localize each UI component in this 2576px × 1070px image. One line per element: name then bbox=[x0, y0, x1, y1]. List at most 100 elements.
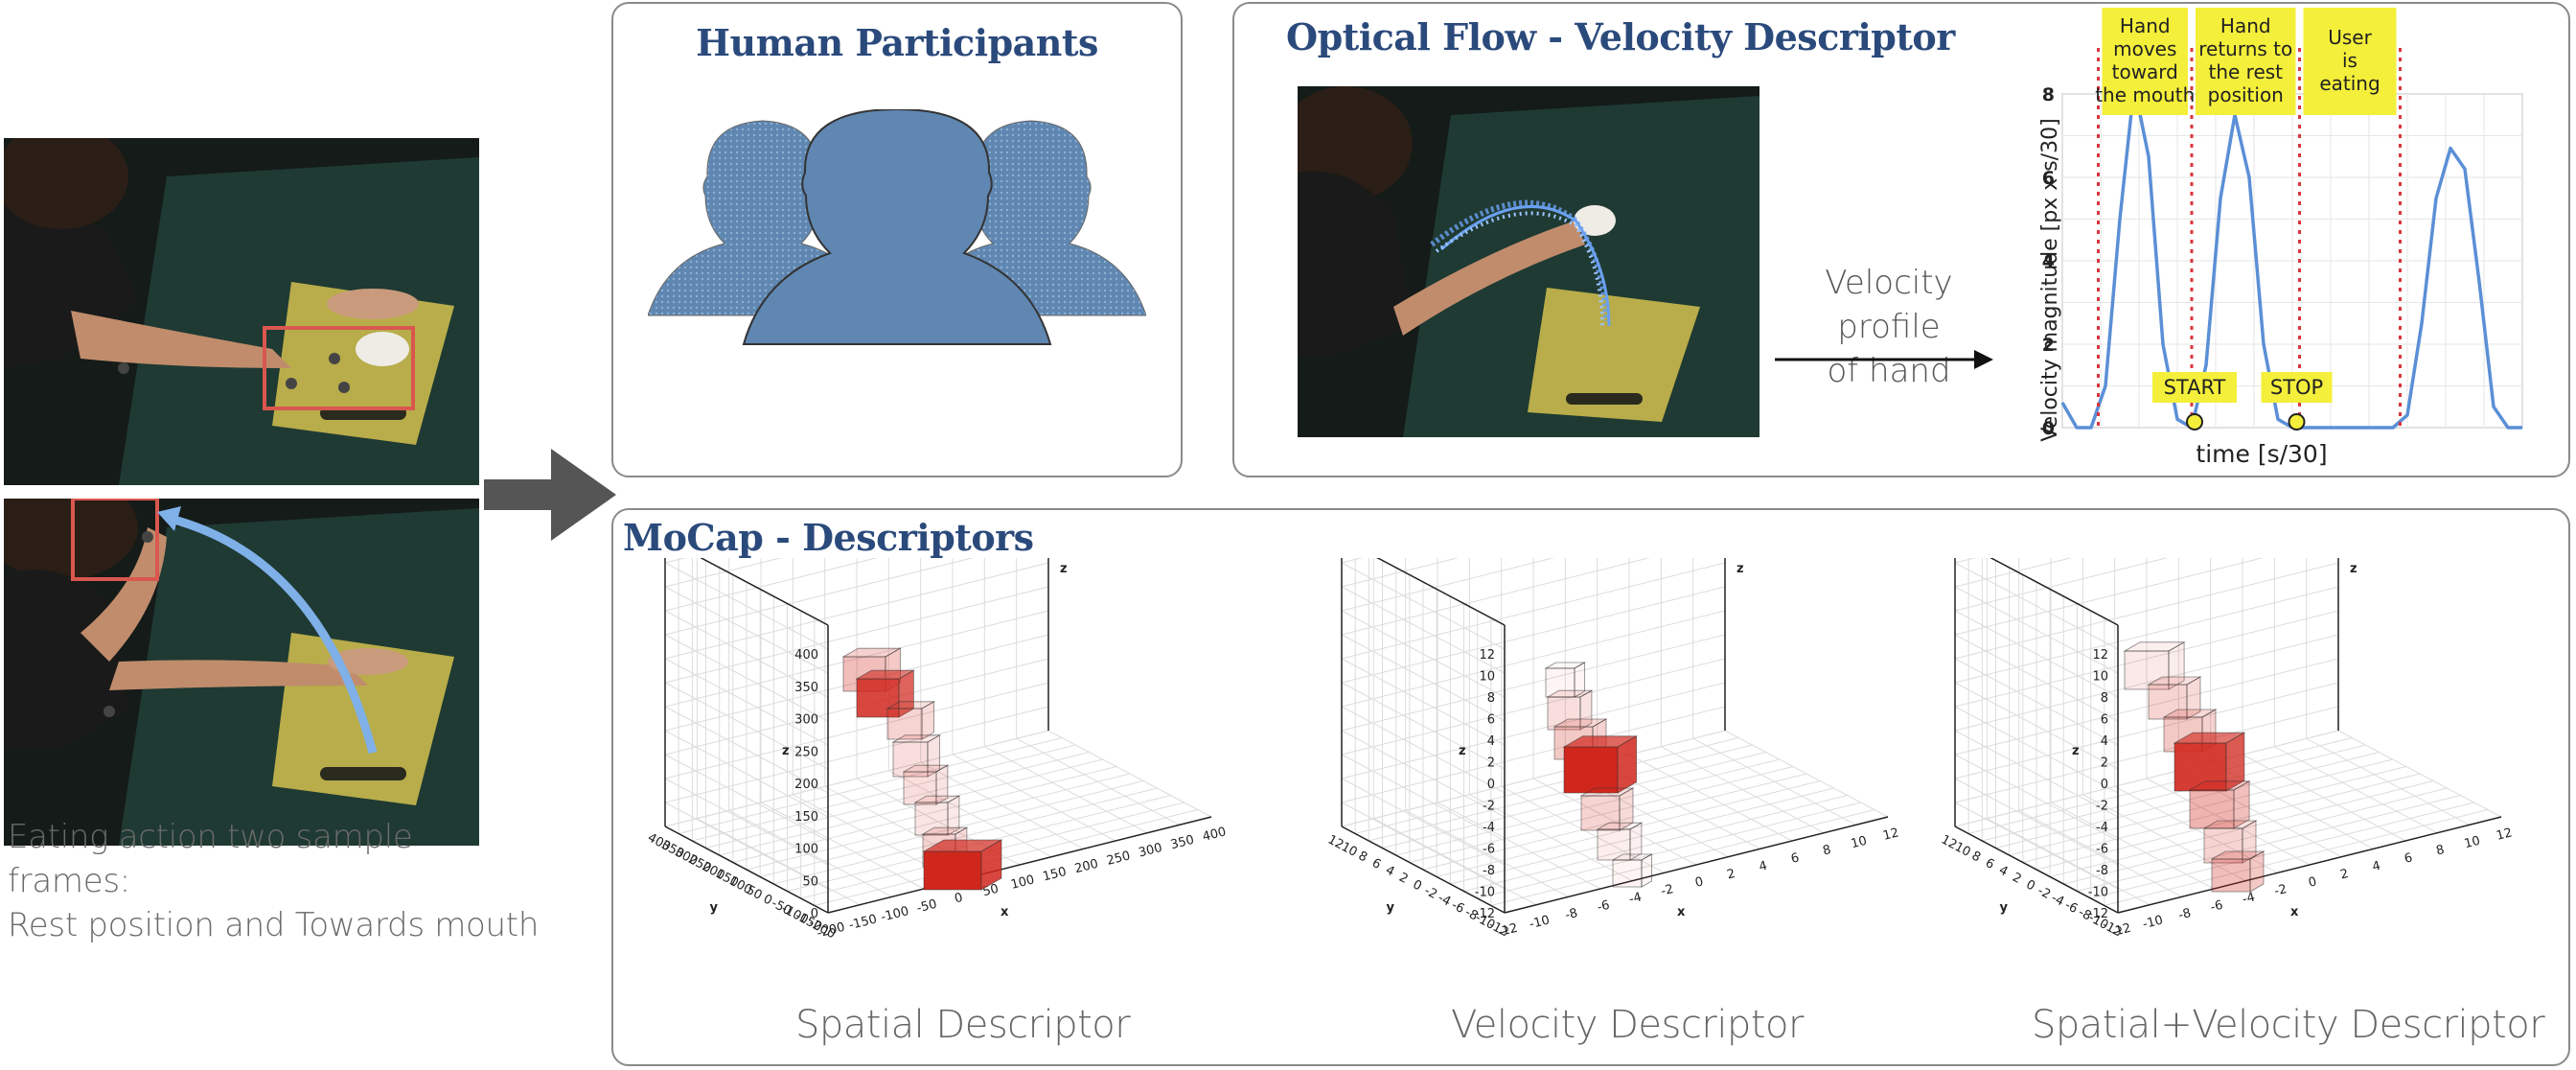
mocap-ztick: 50 bbox=[802, 874, 818, 889]
participants-illustration bbox=[648, 109, 1146, 345]
mocap-axis-line bbox=[1376, 558, 1506, 626]
mocap-ztick: 400 bbox=[794, 648, 818, 663]
mocap-ztick: 12 bbox=[2092, 648, 2108, 663]
mocap-voxel bbox=[2148, 684, 2188, 720]
mocap-ytick: 6 bbox=[1983, 856, 1996, 872]
mocap-xtick: 6 bbox=[2403, 850, 2414, 867]
mocap-xtick: -4 bbox=[1627, 890, 1643, 907]
mocap-ztick: -4 bbox=[1483, 821, 1495, 835]
mocap-gridline bbox=[1341, 558, 1555, 612]
mocap-gridline bbox=[1661, 746, 1825, 834]
mocap-ytick: 4 bbox=[1383, 863, 1396, 879]
mocap-ztick: -2 bbox=[2096, 800, 2108, 814]
mocap-zlabel: z bbox=[2072, 744, 2080, 758]
mocap-voxel-side bbox=[2249, 850, 2265, 893]
mocap-gridline bbox=[1341, 562, 1506, 650]
spatial-descriptor-caption: Spatial Descriptor bbox=[795, 1003, 1131, 1047]
mocap-ytick: 12 bbox=[1325, 832, 1346, 852]
mocap-axis-line bbox=[2117, 816, 2502, 914]
mocap-xtick: 2 bbox=[2339, 867, 2351, 883]
mocap-ztick: -6 bbox=[2096, 843, 2108, 857]
mocap-ztick: 10 bbox=[2092, 670, 2108, 685]
mocap-voxels bbox=[841, 647, 1003, 891]
mocap-voxel bbox=[903, 771, 937, 805]
mocap-voxel bbox=[892, 741, 929, 778]
rest-position-frame-image bbox=[4, 138, 479, 485]
mocap-xtick: 250 bbox=[1105, 849, 1132, 869]
chart-xlabel: time [s/30] bbox=[2196, 440, 2327, 468]
mocap-ytick: -8 bbox=[2076, 905, 2093, 923]
mocap-voxel bbox=[1580, 795, 1621, 831]
mocap-ztick: -10 bbox=[1475, 886, 1495, 900]
mocap-xtick: 200 bbox=[1073, 857, 1100, 877]
mocap-gridline bbox=[1692, 737, 1856, 826]
mocap-gridline bbox=[1724, 730, 1889, 818]
mocap-voxel-side bbox=[921, 701, 935, 740]
mocap-gridline bbox=[692, 744, 1076, 842]
chart-phase-label-bg bbox=[2303, 8, 2397, 115]
mocap-title: MoCap - Descriptors bbox=[623, 516, 1034, 559]
mocap-voxel-side bbox=[1641, 853, 1652, 888]
stop-marker-dot bbox=[2288, 413, 2306, 430]
left-caption-line2: Rest position and Towards mouth bbox=[8, 906, 540, 944]
mocap-gridline bbox=[1982, 744, 2366, 842]
mocap-ytick: -4 bbox=[1436, 891, 1453, 909]
mocap-xtick: -2 bbox=[1660, 882, 1675, 899]
start-marker-dot bbox=[2186, 413, 2203, 430]
mocap-voxel bbox=[2211, 858, 2251, 893]
mocap-axis-line bbox=[664, 826, 829, 914]
mocap-gridline bbox=[1954, 586, 2119, 674]
mocap-xtick: 400 bbox=[1201, 825, 1228, 845]
mocap-ytick: 8 bbox=[1969, 849, 1983, 865]
mocap-gridline bbox=[1954, 558, 2265, 636]
mocap-voxels bbox=[2123, 641, 2266, 893]
mocap-gridline bbox=[1954, 558, 2169, 612]
mocap-gridline bbox=[664, 562, 829, 650]
mocap-xtick: 0 bbox=[1693, 874, 1705, 891]
mocap-xtick: 0 bbox=[954, 891, 965, 907]
left-caption-line1: Eating action two sample frames: bbox=[8, 818, 413, 900]
chart-phase-label-text: the rest bbox=[2208, 60, 2283, 83]
mocap-ytick: -6 bbox=[1449, 898, 1466, 917]
mocap-ylabel: y bbox=[710, 901, 719, 916]
mocap-gridline bbox=[952, 754, 1116, 842]
mocap-xtick: 12 bbox=[1881, 826, 1900, 844]
chart-phase-label-text: eating bbox=[2319, 72, 2380, 95]
mocap-gridline bbox=[678, 737, 1063, 834]
mocap-xtick: 4 bbox=[2371, 859, 2382, 875]
human-participants-title: Human Participants bbox=[696, 21, 1098, 64]
stop-marker-label: STOP bbox=[2270, 376, 2323, 399]
mocap-xtick: -6 bbox=[1596, 898, 1611, 916]
mocap-xtick: 2 bbox=[1726, 867, 1737, 883]
mocap-ztick: 6 bbox=[1487, 713, 1495, 728]
mocap-ztick: 2 bbox=[2101, 756, 2108, 771]
mocap-gridline bbox=[2306, 737, 2470, 826]
mocap-ztick: 12 bbox=[1479, 648, 1495, 663]
stop-marker: STOP bbox=[2261, 372, 2333, 430]
mocap-ytick: -2 bbox=[2036, 884, 2053, 902]
mocap-xtick: 12 bbox=[2495, 826, 2514, 844]
mocap-ztick: -8 bbox=[2096, 864, 2108, 878]
velocity-profile-line1: Velocity profile bbox=[1825, 264, 1953, 346]
mocap-xlabel: x bbox=[1677, 905, 1686, 919]
chart-phase-label-text: is bbox=[2342, 49, 2358, 72]
mocap-axis-line bbox=[827, 816, 1212, 914]
mocap-voxel bbox=[856, 678, 900, 718]
chart-phase-label-text: Hand bbox=[2220, 14, 2271, 37]
mocap-gridline bbox=[1954, 562, 2119, 650]
mocap-axis-line bbox=[1341, 826, 1506, 914]
right-arrow-icon bbox=[484, 449, 616, 541]
velocity-descriptor-caption: Velocity Descriptor bbox=[1451, 1003, 1804, 1047]
mocap-gridline bbox=[1047, 730, 1212, 818]
mocap-voxel-side bbox=[1617, 735, 1638, 794]
mocap-xtick: -4 bbox=[2241, 890, 2256, 907]
chart-ytick-label: 0 bbox=[2042, 418, 2055, 439]
spatial-velocity-descriptor-caption: Spatial+Velocity Descriptor bbox=[2032, 1003, 2545, 1047]
mocap-ytick: -8 bbox=[1462, 905, 1480, 923]
mocap-ylabel: y bbox=[2000, 901, 2009, 916]
chart-phase-label-bg bbox=[2102, 8, 2188, 115]
